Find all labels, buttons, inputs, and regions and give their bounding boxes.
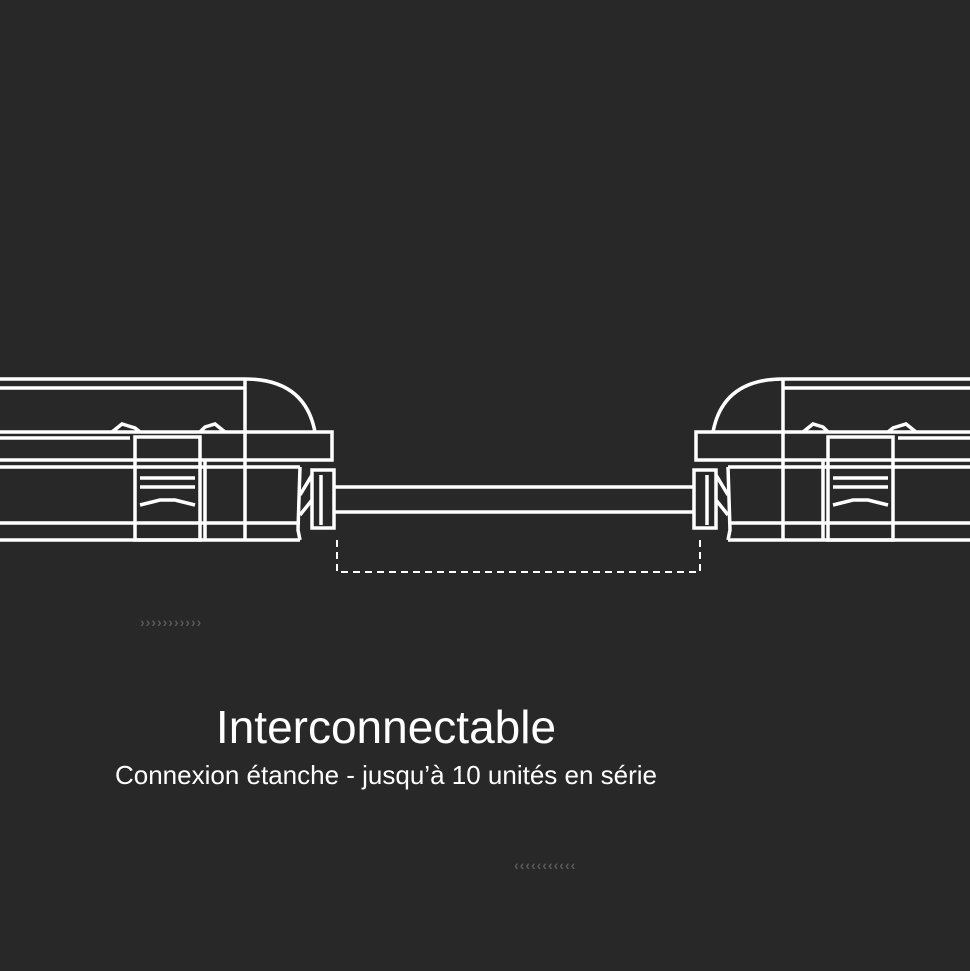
distance-bracket: [336, 540, 701, 573]
feature-title: Interconnectable: [215, 701, 557, 753]
left-fixture: [0, 377, 336, 542]
feature-subtitle: Connexion étanche - jusqu’à 10 unités en…: [114, 760, 658, 790]
connecting-cable: [334, 485, 694, 514]
right-fixture: [692, 377, 970, 542]
arrows-left-decor: ‹‹‹‹‹‹‹‹‹‹‹: [514, 857, 577, 873]
arrows-right-decor: ›››››››››››: [140, 614, 203, 630]
